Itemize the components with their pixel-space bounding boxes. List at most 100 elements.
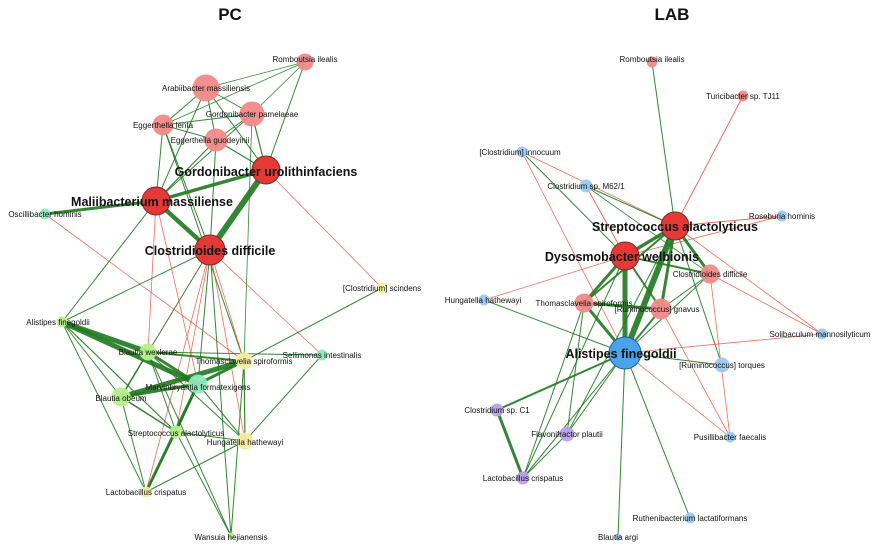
node-circle-pc_bobe [111, 387, 131, 407]
negative-edge-lab_alis-lab_pusi [624, 352, 731, 438]
positive-edge-pc_gpam-pc_elen [162, 113, 253, 126]
node-label-pc_clod: Clostridioides difficile [145, 244, 276, 258]
node-pc_guro: Gordonibacter urolithinfaciens [175, 155, 358, 185]
node-circle-lab_salac [660, 211, 690, 241]
node-label-pc_mali: Maliibacterium massiliense [71, 195, 233, 209]
positive-edge-pc_clod-pc_alis [61, 249, 211, 323]
positive-edge-lab_alis-lab_flav [566, 352, 626, 435]
negative-edge-pc_clod-pc_salac [175, 249, 211, 433]
node-pc_mali: Maliibacterium massiliense [71, 186, 233, 216]
node-lab_rgna: [Ruminococcus] gnavus [615, 298, 700, 320]
negative-edge-lab_clod-lab_soli [709, 273, 823, 335]
node-circle-pc_csci [376, 282, 388, 294]
node-circle-lab_clod [700, 264, 720, 284]
node-pc_clod: Clostridioides difficile [145, 234, 276, 266]
node-circle-pc_hhat [236, 432, 254, 450]
node-circle-lab_pusi [724, 431, 736, 443]
negative-edge-lab_salac-lab_soli [674, 225, 823, 335]
node-pc_gpam: Gordonibacter pamelaeae [206, 101, 299, 127]
node-pc_salac: Streptococcus alactolyticus [128, 425, 225, 439]
positive-edge-pc_bwex-pc_sell [147, 351, 323, 356]
node-lab_clod: Clostridioides difficile [673, 264, 748, 284]
node-lab_dyso: Dysosmobacter welbionis [545, 241, 699, 271]
positive-edge-pc_tspi-pc_wans [230, 360, 245, 537]
node-lab_ruth: Ruthenibacterium lactatiformans [633, 512, 748, 524]
negative-edge-pc_guro-pc_csci [265, 169, 383, 289]
node-label-pc_bwex: Blautia wexlerae [119, 348, 178, 357]
node-circle-pc_bwex [139, 343, 157, 361]
positive-edge-lab_tspi-lab_flav [566, 302, 585, 435]
node-label-lab_tspi: Thomasclavelia spiroformis [536, 299, 633, 308]
positive-edge-lab_alis-lab_lcri [522, 352, 626, 479]
positive-edge-pc_egu-pc_clod [209, 139, 217, 251]
node-circle-lab_romb [646, 56, 658, 68]
positive-edge-pc_bwex-pc_salac [147, 351, 177, 433]
node-label-lab_cm62: Clostridium sp. M62/1 [547, 182, 625, 191]
node-label-lab_turi: Turicibacter sp. TJ11 [706, 92, 780, 101]
node-lab_romb: Romboutsia ilealis [620, 55, 685, 68]
node-circle-lab_turi [737, 90, 749, 102]
positive-edge-pc_gpam-pc_tspi [243, 113, 253, 362]
node-circle-pc_elen [152, 114, 174, 136]
node-label-lab_rgna: [Ruminococcus] gnavus [615, 305, 700, 314]
node-pc_romb: Romboutsia ilealis [273, 53, 337, 71]
node-lab_alis: Alistipes finegoldii [565, 336, 677, 370]
node-pc_egu: Eggerthella guodeyinii [171, 128, 250, 152]
node-label-pc_hhat: Hungatella hathewayi [207, 438, 284, 447]
node-circle-lab_hhat [478, 294, 490, 306]
positive-edge-lab_alis-lab_cc1 [496, 352, 626, 411]
node-label-pc_arab: Arabiibacter massiliensis [162, 84, 250, 93]
node-circle-pc_egu [204, 128, 228, 152]
positive-edge-pc_alis-pc_bobe [61, 321, 122, 398]
node-label-lab_romb: Romboutsia ilealis [620, 55, 685, 64]
node-circle-pc_salac [169, 425, 183, 439]
negative-edge-lab_cinn-lab_salac [521, 151, 676, 227]
node-pc_elen: Eggerthella lenta [133, 114, 194, 136]
positive-edge-pc_alis-pc_mfor [59, 319, 201, 387]
node-label-pc_guro: Gordonibacter urolithinfaciens [175, 165, 358, 179]
node-circle-lab_ruth [684, 512, 696, 524]
positive-edge-lab_alis-lab_barg [617, 352, 626, 538]
negative-edge-pc_clod-pc_sell [209, 249, 323, 356]
node-label-pc_egu: Eggerthella guodeyinii [171, 136, 250, 145]
positive-edge-pc_mali-pc_alis [61, 200, 157, 323]
node-circle-lab_cm62 [579, 179, 593, 193]
panel-title-pc: PC [218, 5, 242, 24]
node-circle-pc_lcri [140, 486, 152, 498]
positive-edge-pc_hhat-pc_lcri [145, 440, 246, 493]
node-label-pc_sell: Sellimonas intestinalis [283, 351, 362, 360]
node-pc_tspi: Thomasclavelia spiroformis [196, 352, 293, 370]
node-circle-lab_cc1 [490, 403, 504, 417]
negative-edge-lab_alis-lab_soli [624, 333, 823, 354]
node-label-pc_wans: Wansuia hejianensis [194, 533, 267, 542]
node-label-pc_tspi: Thomasclavelia spiroformis [196, 357, 293, 366]
node-pc_hhat: Hungatella hathewayi [207, 432, 284, 450]
node-circle-pc_mali [141, 186, 171, 216]
negative-edge-pc_mali-pc_bwex [147, 200, 157, 353]
node-circle-lab_alis [608, 336, 642, 370]
node-label-lab_rose: Roseburia hominis [749, 212, 815, 221]
positive-edge-lab_cinn-lab_dyso [521, 151, 626, 257]
node-label-lab_hhat: Hungatella hathewayi [445, 296, 522, 305]
panel-title-lab: LAB [655, 5, 690, 24]
positive-edge-lab_cc1-lab_lcri [495, 408, 525, 480]
node-circle-pc_sell [316, 349, 328, 361]
positive-edge-pc_osci-pc_mali [43, 199, 158, 216]
node-pc_bwex: Blautia wexlerae [119, 343, 178, 361]
node-label-pc_alis: Alistipes finegoldii [26, 318, 90, 327]
node-label-lab_barg: Blautia argi [598, 533, 638, 542]
positive-edge-lab_flav-lab_lcri [522, 433, 568, 479]
node-circle-pc_alis [56, 316, 68, 328]
node-label-lab_dyso: Dysosmobacter welbionis [545, 250, 699, 264]
node-label-lab_ruth: Ruthenibacterium lactatiformans [633, 514, 748, 523]
positive-edge-pc_clod-pc_mfor [197, 249, 211, 385]
node-label-pc_salac: Streptococcus alactolyticus [128, 429, 225, 438]
node-circle-lab_rtor [714, 357, 730, 373]
node-circle-pc_romb [296, 53, 314, 71]
positive-edge-pc_romb-pc_guro [265, 61, 306, 171]
positive-edge-pc_bwex-pc_tspi [147, 351, 245, 362]
node-circle-lab_soli [816, 328, 828, 340]
node-pc_arab: Arabiibacter massiliensis [162, 74, 250, 102]
